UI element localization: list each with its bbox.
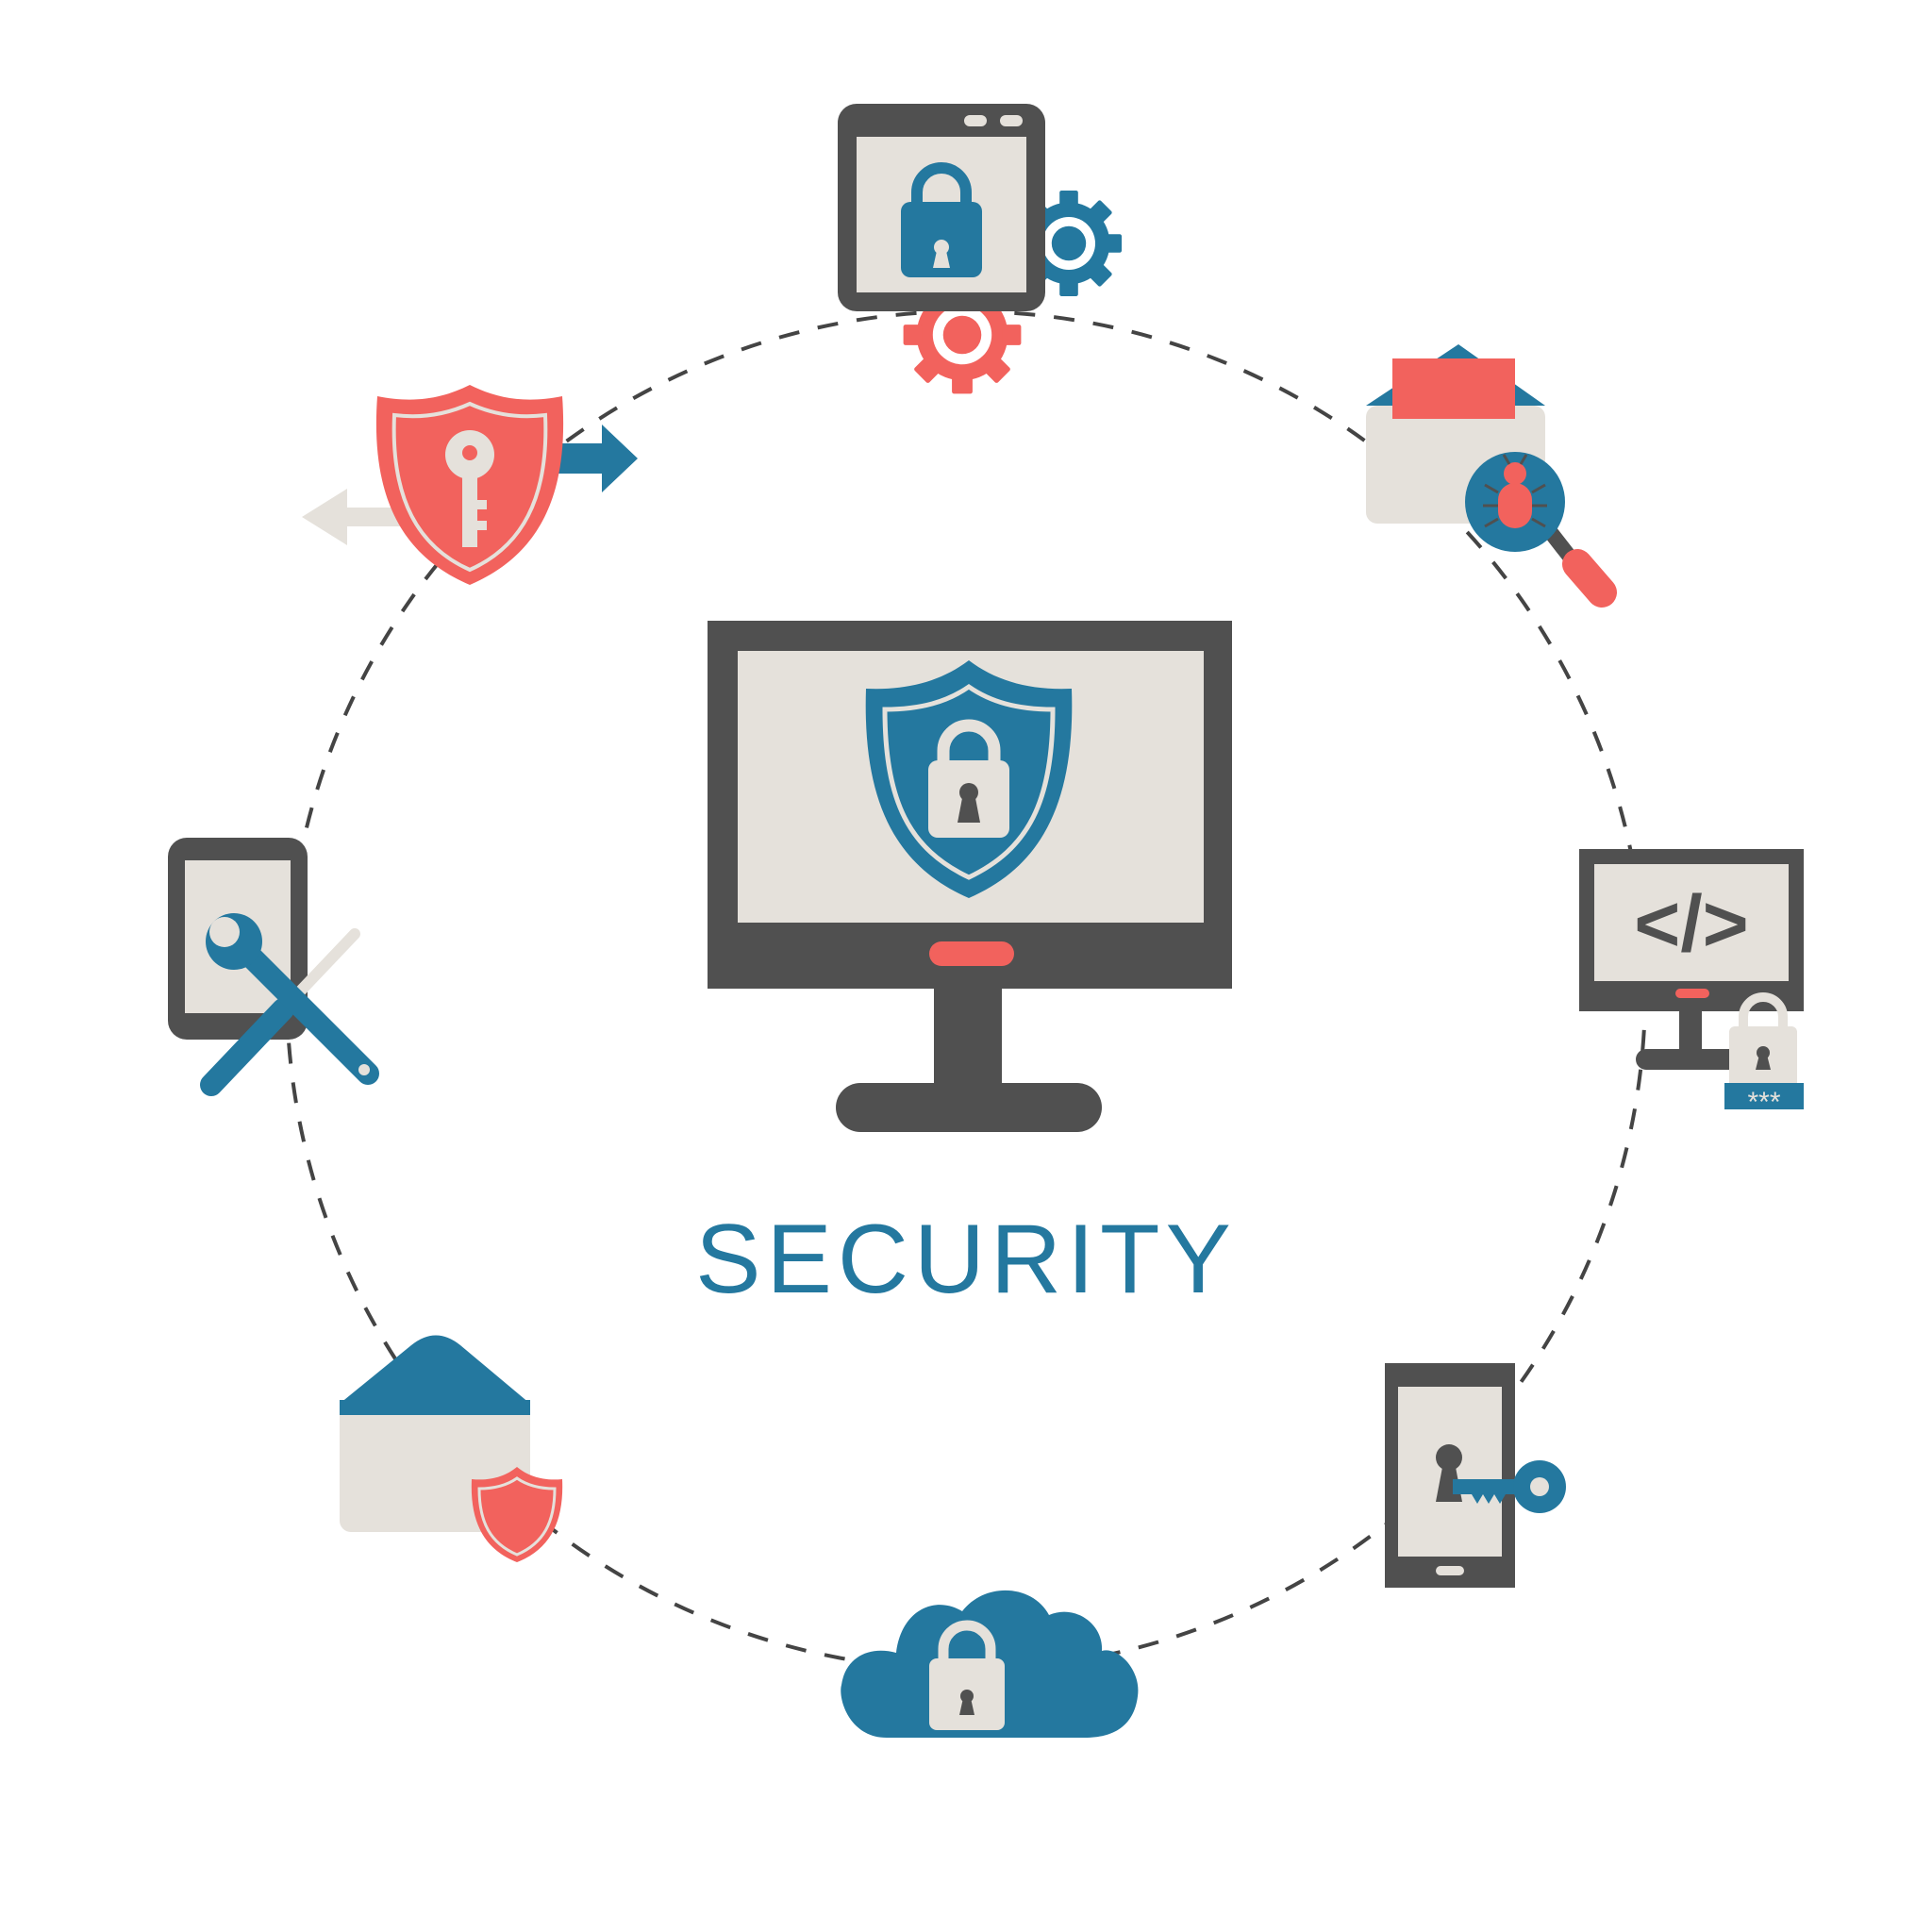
cloud-padlock-icon — [841, 1590, 1139, 1738]
tablet-padlock-gears-icon — [838, 104, 1122, 394]
page-title: SECURITY — [695, 1205, 1237, 1314]
phone-keyhole-key-icon — [1385, 1363, 1566, 1588]
envelope-shield-icon — [340, 1335, 563, 1562]
shield-key-arrows-icon — [302, 385, 638, 585]
phone-tools-icon — [168, 838, 379, 1096]
code-symbol: </> — [1634, 879, 1748, 968]
monitor-shield-padlock-icon — [708, 621, 1232, 1132]
mail-bug-search-icon — [1366, 344, 1617, 608]
code-monitor-password-icon: </> *** — [1579, 849, 1804, 1118]
password-mask: *** — [1747, 1087, 1780, 1118]
